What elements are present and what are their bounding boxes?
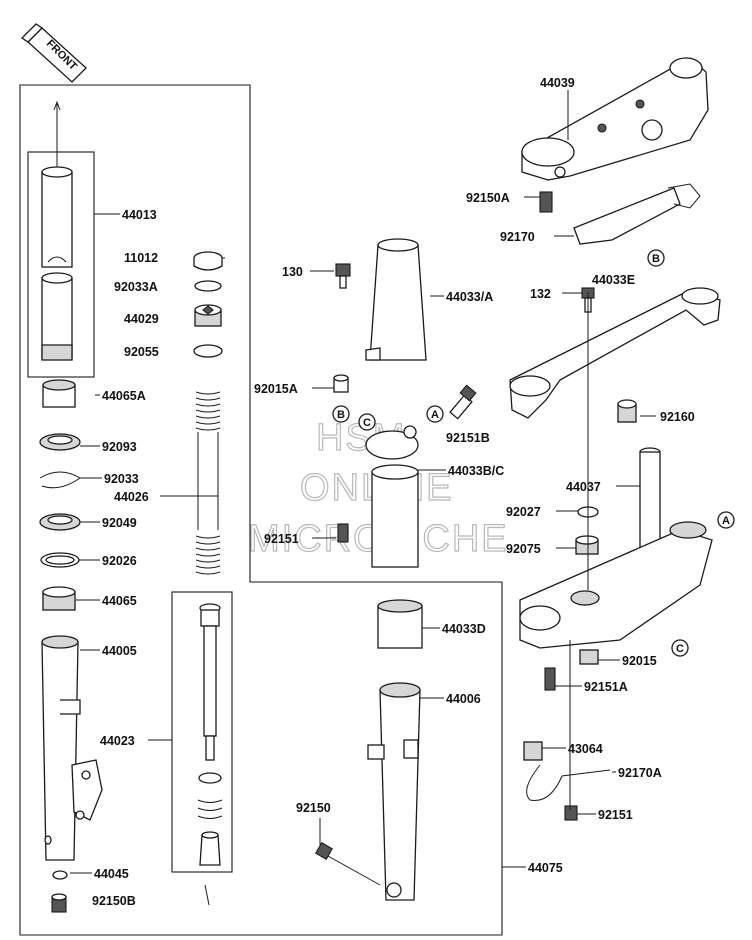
label-44023: 44023 [100,734,135,748]
collar-92075 [575,535,599,555]
label-92151-lower: 92151 [598,808,633,822]
lower-cover-44033D [377,599,423,649]
label-92151-center: 92151 [264,532,299,546]
outer-tube-44005 [41,635,103,861]
callout-B-right: B [647,249,665,267]
label-92015A: 92015A [254,382,298,396]
upper-bracket-44039 [521,57,709,181]
bolt-92151-lower [564,805,578,821]
label-44075: 44075 [528,861,563,875]
callout-A-right: A [717,511,735,529]
fork-tube-44013 [41,100,73,361]
callout-B-left: B [332,405,350,423]
label-92150B: 92150B [92,894,136,908]
oil-seal-92093 [39,433,81,451]
svg-text:B: B [337,409,345,421]
svg-text:B: B [652,253,660,265]
label-44033D: 44033D [442,622,486,636]
label-44029: 44029 [124,312,159,326]
ring-92026 [40,552,80,568]
label-92150A: 92150A [466,191,510,205]
damper-rod-44023 [197,603,223,906]
svg-text:A: A [722,515,730,527]
callout-C-right: C [671,639,689,657]
bolt-92150 [315,842,381,886]
washer-92049 [39,513,81,531]
bolt-92150A [539,191,553,213]
label-44033A: 44033/A [446,290,493,304]
upper-cover-44033A [365,238,427,361]
label-44039: 44039 [540,76,575,90]
bolt-92151B [449,384,477,420]
front-arrow-icon: FRONT [20,23,87,83]
bracket-44033BC [365,425,419,568]
label-130: 130 [282,265,303,279]
label-92151B: 92151B [446,431,490,445]
oring-92055 [193,344,223,358]
spring-44026 [195,391,221,575]
bolt-92151-center [337,523,349,543]
outer-tube-44006 [367,682,421,901]
label-44006: 44006 [446,692,481,706]
callout-C-left: C [358,413,376,431]
assembly-frame-44075 [19,84,503,936]
collar-92160 [617,399,637,423]
clamp-92170 [573,183,701,245]
nut-92015 [579,649,599,665]
subframe-44013 [27,151,95,378]
cap-bolt-44029 [194,304,222,327]
label-92075: 92075 [506,542,541,556]
label-44013: 44013 [122,208,157,222]
label-44033E: 44033E [592,273,635,287]
svg-text:C: C [363,417,371,429]
label-43064: 43064 [568,742,603,756]
label-92151A: 92151A [584,680,628,694]
label-92033A: 92033A [114,280,158,294]
label-92150: 92150 [296,801,331,815]
label-92160: 92160 [660,410,695,424]
label-92027: 92027 [506,505,541,519]
label-44045: 44045 [94,867,129,881]
label-92170: 92170 [500,230,535,244]
svg-text:C: C [676,643,684,655]
part-labels: 44039 92150A 92170 130 44033/A 132 44033… [92,76,695,908]
cap-11012 [193,251,223,271]
bush-44065 [42,586,76,611]
subframe-44023 [171,591,233,873]
svg-text:A: A [431,409,439,421]
clamp-92170A [526,764,611,801]
label-92170A: 92170A [618,766,662,780]
bracket-44033E [509,287,721,419]
bush-44065A [42,379,76,408]
label-92055: 92055 [124,345,159,359]
label-92049: 92049 [102,516,137,530]
oring-92033A [194,280,222,292]
circlip-92033 [39,471,81,489]
collar-92015A [333,374,349,393]
label-92033: 92033 [104,472,139,486]
bolt-92151A [544,667,556,691]
label-132: 132 [530,287,551,301]
label-92093: 92093 [102,440,137,454]
grommet-43064 [523,741,543,761]
label-44033BC: 44033B/C [448,464,504,478]
label-11012: 11012 [124,251,158,265]
callout-A-top: A [426,405,444,423]
stem-44037 [519,447,713,649]
label-44037: 44037 [566,480,601,494]
label-92026: 92026 [102,554,137,568]
label-92015: 92015 [622,654,657,668]
leader-lines [70,90,656,874]
label-44065A: 44065A [102,389,146,403]
label-44005: 44005 [102,644,137,658]
label-44065: 44065 [102,594,137,608]
label-44026: 44026 [114,490,149,504]
drain-washer-92150B [51,870,68,913]
bolt-130 [335,263,351,289]
